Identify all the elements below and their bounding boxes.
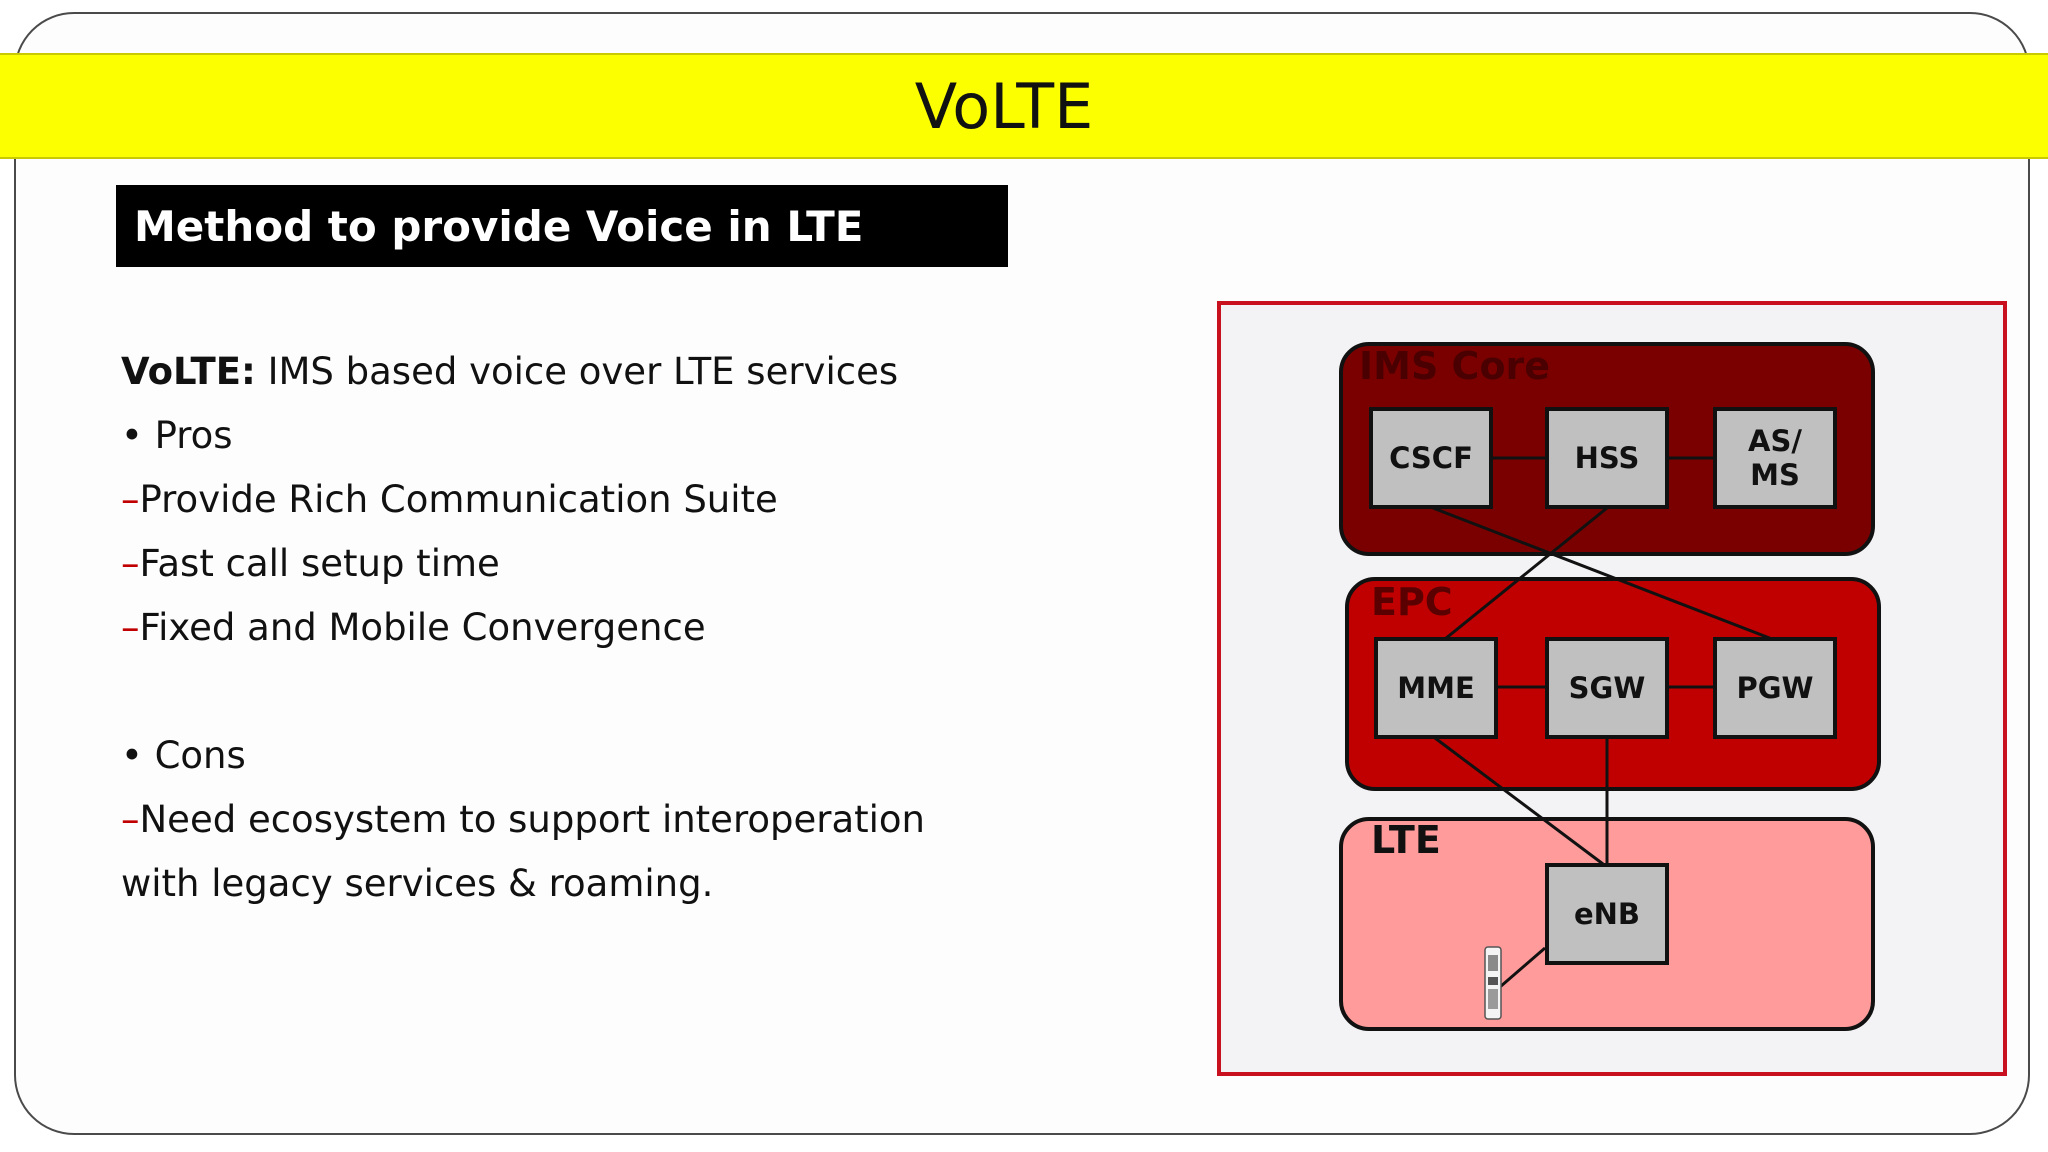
con-item: –Need ecosystem to support interoperatio… xyxy=(121,793,1121,857)
intro-text: IMS based voice over LTE services xyxy=(267,350,899,393)
pro-text: Fast call setup time xyxy=(139,542,500,585)
dash-marker: – xyxy=(121,542,140,585)
network-diagram: IMS Core EPC LTE CSCF HSS AS/ MS MME SGW… xyxy=(1217,301,2007,1076)
intro-label: VoLTE: xyxy=(121,350,256,393)
slide-title: VoLTE xyxy=(914,69,1094,143)
lte-label: LTE xyxy=(1371,818,1441,862)
con-text: Need ecosystem to support interoperation xyxy=(139,798,926,841)
cons-heading: • Cons xyxy=(121,734,246,777)
connection-lines xyxy=(1432,456,1773,995)
intro-line: VoLTE: IMS based voice over LTE services xyxy=(121,345,1121,409)
as-ms-label-line1: AS/ xyxy=(1748,424,1802,458)
pgw-label: PGW xyxy=(1736,671,1813,705)
sgw-label: SGW xyxy=(1569,671,1646,705)
link-mme-enb xyxy=(1434,736,1604,866)
sgw-node xyxy=(1545,637,1669,739)
con-continuation: with legacy services & roaming. xyxy=(121,862,714,905)
cscf-label: CSCF xyxy=(1389,441,1473,475)
as-ms-node xyxy=(1713,407,1837,509)
content-text: VoLTE: IMS based voice over LTE services… xyxy=(121,345,1121,921)
dash-marker: – xyxy=(121,478,140,521)
title-bar: VoLTE xyxy=(0,53,2048,159)
link-cscf-pgw xyxy=(1432,506,1773,641)
cscf-node xyxy=(1369,407,1493,509)
mme-node xyxy=(1374,637,1498,739)
pros-heading: • Pros xyxy=(121,414,233,457)
hss-node xyxy=(1545,407,1669,509)
enb-label: eNB xyxy=(1574,897,1640,931)
as-ms-label-line2: MS xyxy=(1750,458,1800,492)
epc-label: EPC xyxy=(1371,580,1453,624)
pro-item: –Fixed and Mobile Convergence xyxy=(121,601,1121,665)
dash-marker: – xyxy=(121,798,140,841)
diagram-svg: IMS Core EPC LTE CSCF HSS AS/ MS MME SGW… xyxy=(1339,342,1881,1031)
pgw-node xyxy=(1713,637,1837,739)
mobile-phone-icon xyxy=(1484,946,1502,1020)
subtitle-box: Method to provide Voice in LTE xyxy=(116,185,1008,267)
pro-item: –Fast call setup time xyxy=(121,537,1121,601)
spacer xyxy=(121,665,1121,729)
hss-label: HSS xyxy=(1575,441,1640,475)
ims-core-label: IMS Core xyxy=(1359,344,1550,388)
enb-node xyxy=(1545,863,1669,965)
pro-text: Provide Rich Communication Suite xyxy=(139,478,778,521)
pro-text: Fixed and Mobile Convergence xyxy=(139,606,706,649)
link-hss-mme xyxy=(1444,506,1608,641)
subtitle-text: Method to provide Voice in LTE xyxy=(134,201,864,251)
mme-label: MME xyxy=(1397,671,1475,705)
pro-item: –Provide Rich Communication Suite xyxy=(121,473,1121,537)
dash-marker: – xyxy=(121,606,140,649)
